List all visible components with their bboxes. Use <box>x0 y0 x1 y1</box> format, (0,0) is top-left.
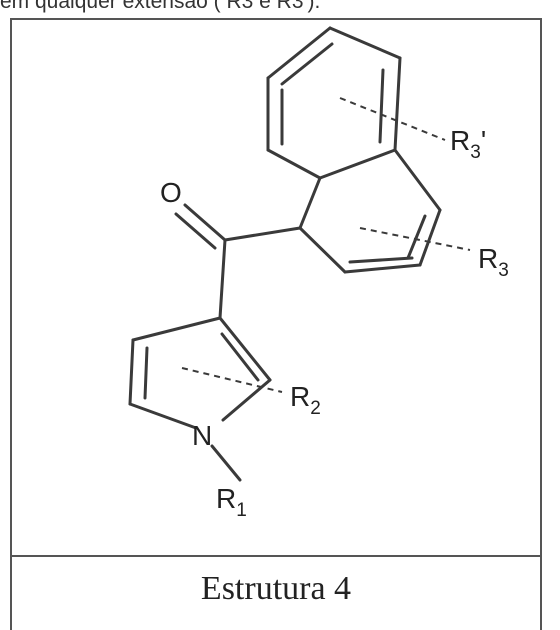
bond <box>393 56 402 152</box>
r2-label: R2 <box>290 381 321 419</box>
carbonyl-double-bond <box>183 203 227 242</box>
carbonyl-double-bond <box>174 212 217 250</box>
r3prime-label: R3' <box>450 125 486 163</box>
oxygen-label: O <box>160 177 182 208</box>
structure-caption: Estrutura 4 <box>200 570 352 607</box>
inner-double-bond <box>220 332 260 382</box>
r3prime-letter: R <box>450 125 470 156</box>
bonds <box>128 26 442 482</box>
bond <box>298 176 322 230</box>
top-caption-text: em qualquer extensão ( R3 e R3'). <box>0 0 321 13</box>
r2-subscript: 2 <box>310 398 321 419</box>
r3-subscript: 3 <box>498 260 509 281</box>
dashed-substituent-line <box>181 367 283 393</box>
dashed-substituent-line <box>359 227 471 251</box>
r3prime-subscript: 3 <box>470 142 481 163</box>
nitrogen-label: N <box>192 420 212 451</box>
inner-double-bond <box>348 256 414 264</box>
inner-double-bond <box>406 214 427 260</box>
dashed-substituent-line <box>339 97 446 141</box>
r1-label: R1 <box>216 483 247 521</box>
r2-letter: R <box>290 381 310 412</box>
r1-letter: R <box>216 483 236 514</box>
inner-double-bond <box>378 68 385 144</box>
r3-label: R3 <box>478 243 509 281</box>
bond <box>128 338 135 406</box>
bond <box>218 238 227 320</box>
inner-double-bond <box>280 42 334 86</box>
bond <box>343 263 422 274</box>
bond <box>223 226 302 242</box>
bond <box>210 444 242 482</box>
bond <box>418 208 442 267</box>
bond <box>318 148 397 180</box>
bond <box>221 378 272 422</box>
bond <box>218 316 272 382</box>
bond <box>266 148 322 180</box>
bond <box>298 226 347 274</box>
bond <box>328 26 402 60</box>
bond <box>128 402 198 430</box>
substituent-dashes <box>181 97 471 393</box>
caption-divider <box>10 555 542 557</box>
r1-subscript: 1 <box>236 500 247 521</box>
r3prime-mark: ' <box>481 125 486 156</box>
bond <box>393 148 442 212</box>
bond <box>131 316 222 342</box>
inner-double-bond <box>143 346 149 400</box>
r3-letter: R <box>478 243 498 274</box>
figure-frame <box>10 18 542 630</box>
bond <box>266 26 332 80</box>
